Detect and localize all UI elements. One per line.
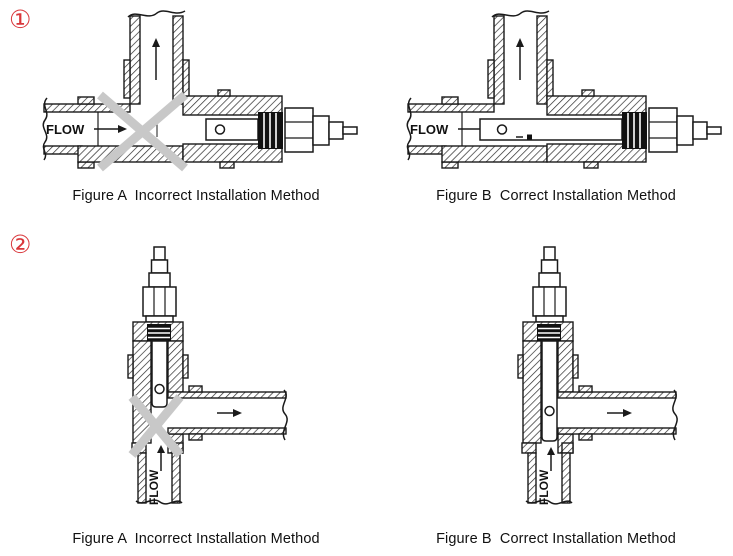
section-1-marker: ① (9, 5, 32, 34)
sensor-probe (151, 340, 168, 408)
pipe-break-bottom (135, 499, 183, 505)
hex-nut (142, 286, 177, 323)
branch-up-arrow (152, 38, 160, 80)
sensor-hole (496, 124, 508, 135)
diagram-2b-correct: FLOW (517, 246, 678, 505)
outlet-flow-arrow (217, 409, 242, 417)
pipe-tee-body (517, 321, 579, 454)
caption-figure-1b: Figure B Correct Installation Method (436, 188, 676, 204)
flow-label: FLOW (537, 469, 551, 505)
outlet-flow-arrow (607, 409, 632, 417)
flow-label: FLOW (147, 469, 161, 505)
sensor-probe (541, 340, 558, 442)
pipe-break-right (672, 389, 678, 441)
pipe-break-bottom (525, 499, 573, 505)
sensor-hole (544, 405, 555, 417)
diagram-1b-correct: FLOW (406, 10, 722, 169)
cable-connector (312, 115, 358, 146)
flow-label: FLOW (410, 122, 449, 137)
compression-gland (258, 112, 283, 149)
compression-gland (537, 324, 561, 341)
compression-gland (622, 112, 647, 149)
hex-nut (284, 107, 314, 153)
inlet-flow-arrow (547, 447, 555, 471)
pipe-break-left (406, 97, 412, 161)
inlet-flow-arrow (157, 445, 165, 471)
sensor-probe (479, 118, 623, 141)
hex-nut (648, 107, 678, 153)
flow-direction-arrow (94, 125, 127, 133)
cable-connector (538, 246, 561, 288)
section-2-marker: ② (9, 230, 32, 259)
cable-connector (148, 246, 171, 288)
pipe-break-top (127, 10, 186, 18)
washer (535, 315, 564, 323)
diagram-1a-incorrect: FLOW (42, 10, 358, 172)
pipe-tee-body (43, 15, 283, 169)
cross-out-mark (128, 394, 184, 458)
hex-nut (532, 286, 567, 323)
cable-connector (676, 115, 722, 146)
compression-gland (147, 324, 171, 341)
caption-figure-2a: Figure A Incorrect Installation Method (72, 531, 320, 547)
sensor-probe (205, 118, 259, 141)
sensor-hole (214, 124, 226, 135)
pipe-break-left (42, 97, 48, 161)
probe-mark-dot (527, 134, 532, 140)
sensor-hole (154, 383, 165, 395)
pipe-break-top (491, 10, 550, 18)
pipe-break-right (282, 389, 288, 441)
flow-label: FLOW (46, 122, 85, 137)
cross-out-mark (97, 91, 188, 172)
caption-figure-2b: Figure B Correct Installation Method (436, 531, 676, 547)
branch-up-arrow (516, 38, 524, 80)
caption-figure-1a: Figure A Incorrect Installation Method (72, 188, 320, 204)
outlet-pipe (557, 385, 677, 441)
pipe-tee-body (407, 15, 647, 169)
diagram-2a-incorrect: FLOW (127, 246, 288, 505)
washer (145, 315, 174, 323)
